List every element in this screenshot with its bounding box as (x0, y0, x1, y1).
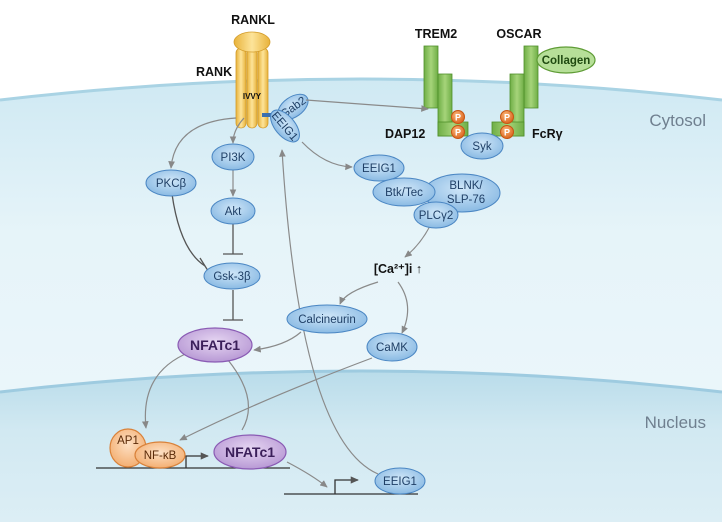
akt-label: Akt (225, 206, 242, 218)
eeig1-complex-label: EEIG1 (362, 163, 396, 175)
arrow-calcineurin-to-nfatc1 (253, 331, 302, 353)
arrow-rank-to-trem2 (305, 99, 429, 112)
camk-label: CaMK (376, 342, 408, 354)
nfkb-label: NF-κB (144, 450, 177, 462)
rank-label: RANK (196, 65, 232, 79)
calcineurin-label: Calcineurin (298, 314, 356, 326)
arrow-plcg2-to-calcium (404, 225, 431, 258)
eeig1-gene-label: EEIG1 (383, 476, 417, 488)
plcg2-label: PLCγ2 (419, 210, 454, 222)
nfatc1-cytosol-label: NFATc1 (190, 337, 240, 353)
arrow-nfatc1-to-ap1 (141, 351, 191, 429)
gsk3b-label: Gsk-3β (213, 271, 251, 283)
fcrg-label: FcRγ (532, 127, 563, 141)
rankl-label: RANKL (231, 13, 275, 27)
cell-membrane (0, 77, 722, 102)
arrow-nfatc1-to-eeig1-gene (286, 461, 328, 488)
btktec-node: Btk/Tec (372, 177, 436, 207)
gsk3b-node: Gsk-3β (203, 262, 261, 290)
arrow-eeig1-to-complex (301, 141, 353, 171)
arrow-rank-to-pkcb (168, 117, 237, 169)
arrow-eeig1-feedback (279, 149, 379, 475)
calcineurin-node: Calcineurin (286, 304, 368, 334)
nucleus-region (0, 371, 722, 522)
nfatc1-nucleus-label: NFATc1 (225, 444, 275, 460)
dap12-label: DAP12 (385, 127, 425, 141)
phospho-fcrg-2 (500, 125, 514, 139)
svg-text:P: P (504, 128, 510, 138)
blnk-label-line1: BLNK/ (449, 180, 483, 192)
svg-text:P: P (504, 113, 510, 123)
blnk-node: BLNK/ SLP-76 (423, 173, 501, 213)
svg-text:P: P (455, 128, 461, 138)
nfatc1-cytosol-node: NFATc1 (177, 327, 253, 363)
connectors (141, 99, 431, 488)
oscar-receptor (491, 45, 539, 137)
ivvy-motif (262, 113, 278, 117)
pi3k-label: PI3K (221, 152, 246, 164)
rankl-ligand (233, 31, 271, 53)
collagen-node (536, 46, 596, 74)
syk-label: Syk (472, 141, 491, 153)
arrow-calcium-to-calcineurin (339, 281, 379, 305)
trem2-label: TREM2 (415, 27, 457, 41)
ivvy-label: IVVY (243, 92, 262, 101)
eeig1-gene-node: EEIG1 (374, 467, 426, 495)
nucleus-label: Nucleus (645, 413, 706, 432)
btktec-label: Btk/Tec (385, 187, 423, 199)
cytosol-label: Cytosol (649, 111, 706, 130)
nfatc1-nucleus-node: NFATc1 (213, 434, 287, 470)
promoter-arrow-2 (334, 476, 359, 494)
curve-nfatc1-down (227, 359, 249, 431)
phospho-dap12-2 (451, 125, 465, 139)
calcium-label: [Ca²⁺]i ↑ (374, 262, 422, 276)
blnk-label-line2: SLP-76 (447, 194, 485, 206)
pkcb-node: PKCβ (145, 169, 197, 197)
promoter-arrow-1 (185, 452, 209, 468)
pkcb-label: PKCβ (156, 178, 187, 190)
nfkb-node: NF-κB (134, 441, 186, 469)
collagen-label: Collagen (542, 55, 591, 67)
inhibitors (171, 193, 243, 321)
svg-text:P: P (455, 113, 461, 123)
arrow-rank-to-pi3k (229, 117, 245, 144)
pi3k-node: PI3K (211, 143, 255, 171)
camk-node: CaMK (366, 332, 418, 362)
akt-node: Akt (210, 197, 256, 225)
syk-node: Syk (460, 132, 504, 160)
plcg2-node: PLCγ2 (413, 201, 459, 229)
arrow-camk-to-nfkb (179, 357, 373, 441)
oscar-label: OSCAR (496, 27, 541, 41)
rank-receptor (233, 31, 278, 129)
ap1-label: AP1 (117, 435, 139, 447)
nuclear-membrane (0, 369, 722, 394)
phospho-fcrg-1 (500, 110, 514, 124)
inhibit-pkcb-gsk3b (171, 193, 206, 267)
eeig1-complex-node: EEIG1 (353, 154, 405, 182)
phospho-group: P P P P (451, 110, 514, 139)
phospho-dap12-1 (451, 110, 465, 124)
arrow-calcium-to-camk (397, 281, 409, 334)
